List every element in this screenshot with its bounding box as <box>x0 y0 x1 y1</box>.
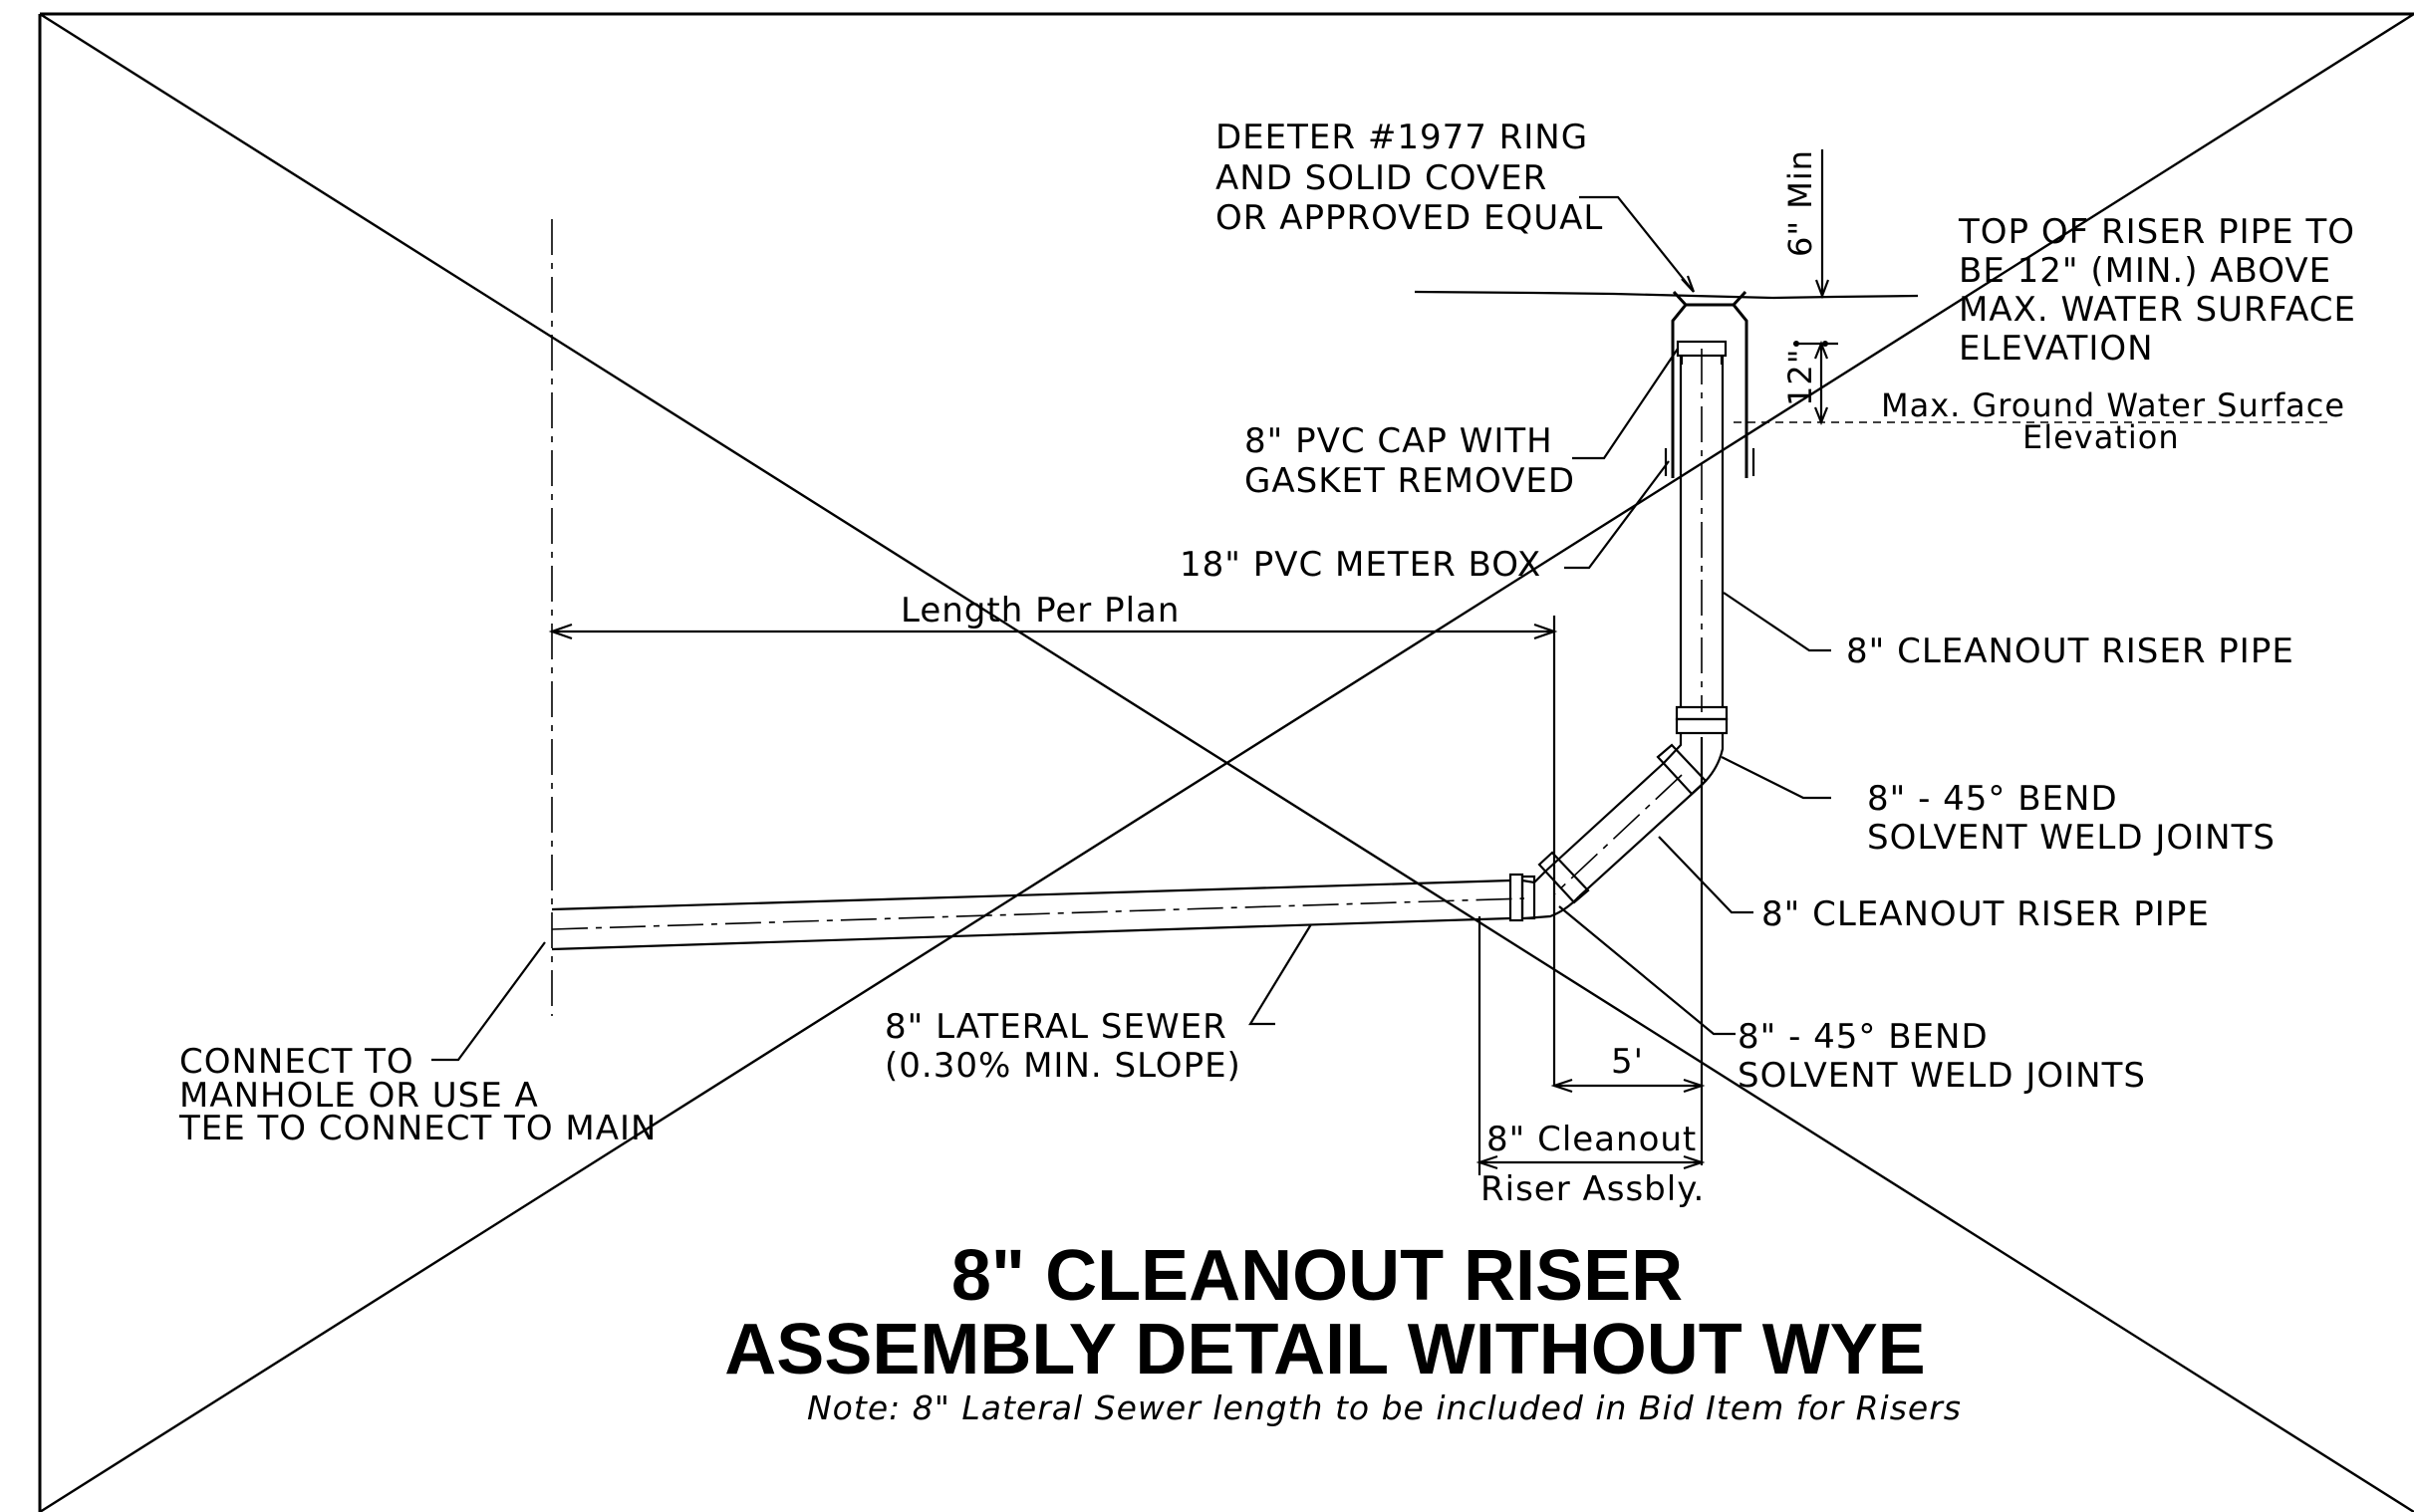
diagonal-riser-pipe <box>1537 762 1701 904</box>
annotation-labels: DEETER #1977 RING AND SOLID COVER OR APP… <box>178 118 2356 1209</box>
top-riser-label-line1: TOP OF RISER PIPE TO <box>1958 212 2355 252</box>
leader-lines <box>431 195 1831 1062</box>
connect-label-line1: CONNECT TO <box>179 1042 414 1082</box>
top-riser-label-line2: BE 12" (MIN.) ABOVE <box>1959 251 2331 291</box>
lateral-sewer-label-line1: 8" LATERAL SEWER <box>885 1007 1227 1047</box>
void-cross-lines <box>39 12 2414 1512</box>
drawing-title-line2: ASSEMBLY DETAIL WITHOUT WYE <box>724 1310 1925 1389</box>
cleanout-assembly-label-line2: Riser Assbly. <box>1480 1169 1705 1209</box>
lateral-sewer-label-line2: (0.30% MIN. SLOPE) <box>885 1046 1241 1086</box>
riser-pipe-upper-label: 8" CLEANOUT RISER PIPE <box>1846 631 2294 671</box>
max-ground-water-label-line1: Max. Ground Water Surface <box>1881 386 2345 424</box>
meter-box <box>1664 304 1755 478</box>
drawing-title-block: 8" CLEANOUT RISER ASSEMBLY DETAIL WITHOU… <box>724 1236 1962 1427</box>
six-inch-min-label: 6" Min <box>1781 149 1819 257</box>
deeter-label-line3: OR APPROVED EQUAL <box>1215 198 1603 238</box>
pvc-cap-label-line2: GASKET REMOVED <box>1244 461 1575 501</box>
bend-upper-label-line1: 8" - 45° BEND <box>1867 779 2118 819</box>
five-foot-dimension <box>1550 737 1706 1165</box>
drawing-title-line1: 8" CLEANOUT RISER <box>951 1236 1683 1316</box>
deeter-label-line2: AND SOLID COVER <box>1215 158 1547 198</box>
drawing-note: Note: 8" Lateral Sewer length to be incl… <box>807 1388 1962 1427</box>
lower-bend-socket <box>1508 873 1536 922</box>
riser-pipe-mid-label: 8" CLEANOUT RISER PIPE <box>1761 894 2210 934</box>
cleanout-assembly-dimension <box>1475 916 1706 1175</box>
twelve-inch-dimension <box>1793 341 1838 425</box>
length-per-plan-dimension <box>548 616 1558 1086</box>
bend-lower-label-line1: 8" - 45° BEND <box>1738 1017 1989 1057</box>
upper-bend-socket <box>1656 743 1708 796</box>
length-per-plan-label: Length Per Plan <box>901 591 1180 630</box>
six-inch-min-dimension <box>1814 149 1830 300</box>
cleanout-assembly-label-line1: 8" Cleanout <box>1486 1120 1697 1159</box>
connect-label-line2: MANHOLE OR USE A <box>179 1076 539 1116</box>
bend-upper-label-line2: SOLVENT WELD JOINTS <box>1867 818 2276 858</box>
max-ground-water-label-line2: Elevation <box>2022 418 2180 456</box>
meter-box-label: 18" PVC METER BOX <box>1180 545 1541 585</box>
pvc-cap-label-line1: 8" PVC CAP WITH <box>1244 421 1553 461</box>
vertical-riser-pipe <box>1675 349 1729 735</box>
ground-surface-line <box>1414 290 1919 300</box>
bend-lower-label-line2: SOLVENT WELD JOINTS <box>1738 1056 2146 1096</box>
lateral-sewer-pipe <box>551 879 1525 951</box>
twelve-inch-label: 12" <box>1781 349 1819 406</box>
top-riser-label-line3: MAX. WATER SURFACE <box>1959 290 2356 330</box>
five-foot-label: 5' <box>1611 1042 1644 1082</box>
upper-45-bend <box>1663 733 1725 788</box>
deeter-label-line1: DEETER #1977 RING <box>1215 118 1588 157</box>
connect-label-line3: TEE TO CONNECT TO MAIN <box>178 1109 657 1148</box>
sheet-border <box>38 12 2414 1512</box>
ring-and-cover <box>1672 290 1747 307</box>
top-riser-label-line4: ELEVATION <box>1959 329 2154 369</box>
